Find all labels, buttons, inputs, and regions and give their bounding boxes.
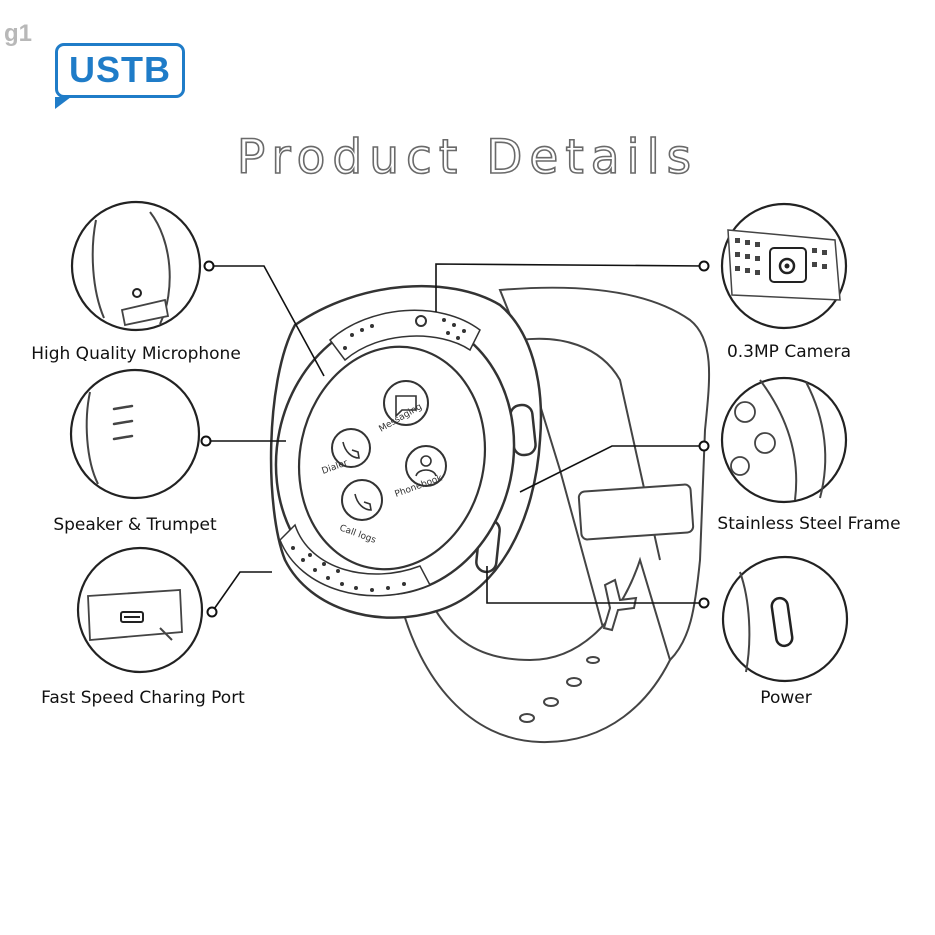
watch-strap-front (398, 556, 672, 744)
speaker-grill-top (328, 309, 481, 362)
camera-detail (720, 202, 848, 330)
strap-holes (519, 656, 600, 723)
frame-detail (720, 376, 848, 504)
speaker-grill-bottom (279, 523, 432, 597)
calllogs-app-icon (341, 479, 383, 521)
watch-screen (297, 345, 487, 571)
strap-loop (577, 483, 695, 541)
watermark: g1 (4, 20, 33, 47)
power-button-icon (770, 596, 794, 648)
power-detail (721, 555, 849, 683)
leader-lines (206, 263, 705, 613)
charging-detail (76, 546, 204, 674)
leader-camera (435, 263, 705, 312)
leader-microphone (209, 265, 325, 377)
speaker-detail (69, 368, 201, 500)
label-speaker: Speaker & Trumpet (53, 515, 217, 535)
watch-strap-back (498, 286, 711, 692)
leader-frame (519, 445, 704, 493)
messaging-app-icon (383, 380, 429, 426)
grill-dots (291, 318, 466, 592)
microphone-hole-icon (132, 288, 142, 298)
label-power: Power (760, 688, 812, 708)
label-camera: 0.3MP Camera (726, 342, 852, 362)
brand-logo-text: USTB (69, 49, 171, 90)
speech-tail-icon (55, 97, 71, 109)
page-title: Product Details (236, 129, 699, 186)
leader-charging (211, 571, 272, 613)
microphone-detail (70, 200, 202, 332)
app-glyphs (342, 395, 437, 511)
leader-endpoints (200, 260, 710, 618)
dialer-app-icon (331, 428, 371, 468)
label-microphone: High Quality Microphone (31, 344, 241, 364)
label-charging: Fast Speed Charing Port (41, 688, 245, 708)
camera-lens (415, 315, 427, 327)
label-frame: Stainless Steel Frame (717, 514, 901, 534)
leader-power (486, 566, 704, 604)
strap-buckle (602, 578, 638, 632)
brand-logo: USTB (55, 43, 185, 109)
speaker-slots-icon (112, 404, 134, 441)
